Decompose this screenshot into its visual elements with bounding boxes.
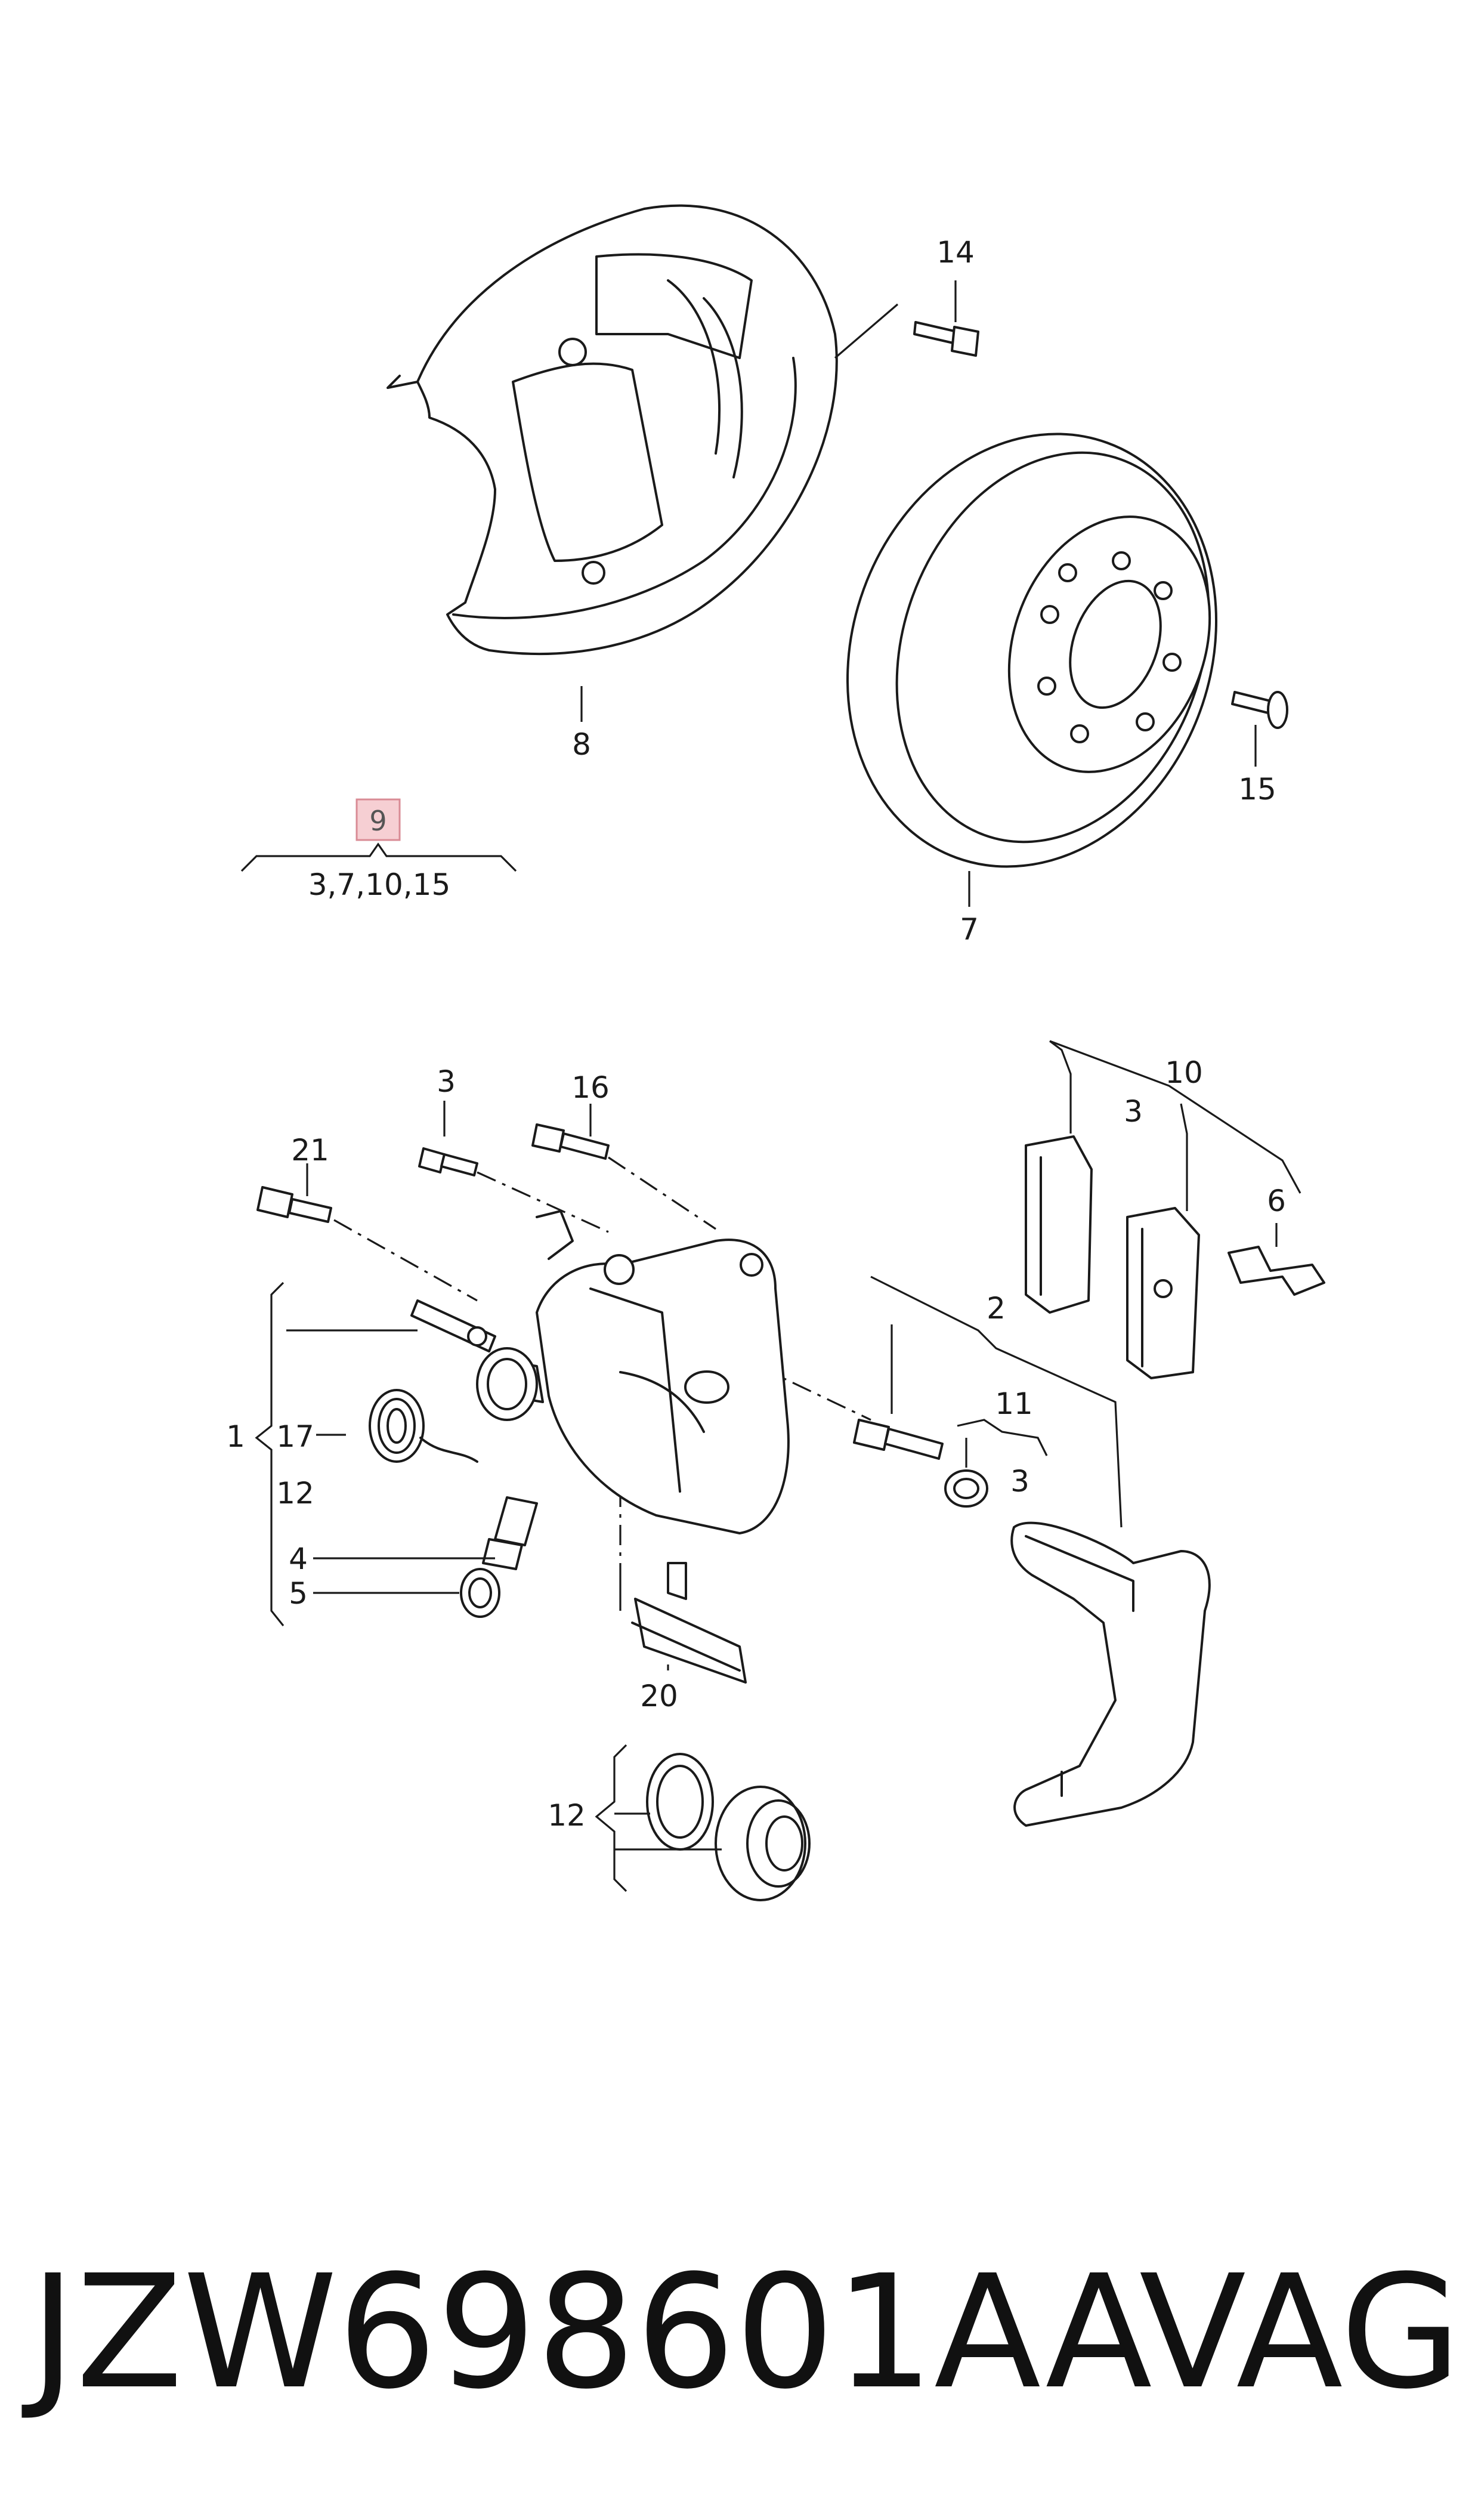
guide-boot-11-icon — [944, 1469, 988, 1508]
bolt-21-icon — [256, 1163, 332, 1223]
brake-pads-10 — [1025, 1135, 1200, 1379]
callout-15: 15 — [1238, 772, 1276, 807]
seal-kit-12-icon — [646, 1753, 811, 1901]
callout-14: 14 — [936, 235, 975, 270]
callout-16: 16 — [571, 1070, 610, 1105]
brand-name: VAG — [1139, 2241, 1461, 2423]
spring-17-icon — [369, 1347, 538, 1463]
brake-disc — [846, 433, 1218, 907]
caliper-carrier — [1010, 1521, 1211, 1827]
dust-cap-5-icon — [460, 1568, 500, 1618]
part-number: JZW698601AA — [30, 2241, 1152, 2423]
callout-12-upper: 12 — [276, 1476, 314, 1511]
callout-10: 10 — [1165, 1055, 1203, 1090]
callout-2: 2 — [987, 1291, 1006, 1326]
callout-8: 8 — [572, 727, 591, 762]
footer-banner: JZW698601AA VAG — [30, 2243, 1461, 2422]
brake-dust-shield — [387, 204, 838, 722]
callout-3-pads: 3 — [1124, 1094, 1143, 1129]
callout-9-contents: 3,7,10,15 — [308, 867, 451, 902]
callout-9: 9 — [369, 805, 387, 837]
callout-11: 11 — [995, 1386, 1033, 1421]
bolt-14-icon — [834, 280, 979, 359]
callout-17: 17 — [276, 1419, 314, 1454]
brake-caliper — [500, 1210, 790, 1534]
guide-bolt-icon — [853, 1419, 944, 1460]
bolt-3-icon — [418, 1101, 478, 1176]
callout-20: 20 — [640, 1679, 678, 1713]
screw-15-icon — [1231, 691, 1288, 767]
callout-5: 5 — [289, 1576, 308, 1611]
callout-3-upper: 3 — [437, 1064, 456, 1099]
bolt-16-icon — [531, 1104, 610, 1160]
bleeder-valve-4-icon — [482, 1496, 538, 1570]
callout-21: 21 — [291, 1133, 329, 1168]
callout-4: 4 — [289, 1542, 308, 1576]
callout-6: 6 — [1267, 1184, 1286, 1218]
pad-clip-6-icon — [1228, 1246, 1325, 1296]
anti-rattle-plate-20-icon — [631, 1562, 747, 1684]
kit-9-bracket — [240, 798, 517, 872]
callout-3-guide: 3 — [1010, 1464, 1029, 1499]
callout-leaders — [255, 1040, 1301, 1892]
callout-12-lower: 12 — [548, 1798, 586, 1833]
callout-7: 7 — [960, 912, 979, 947]
parking-lever — [410, 1299, 496, 1352]
callout-1: 1 — [226, 1419, 245, 1454]
